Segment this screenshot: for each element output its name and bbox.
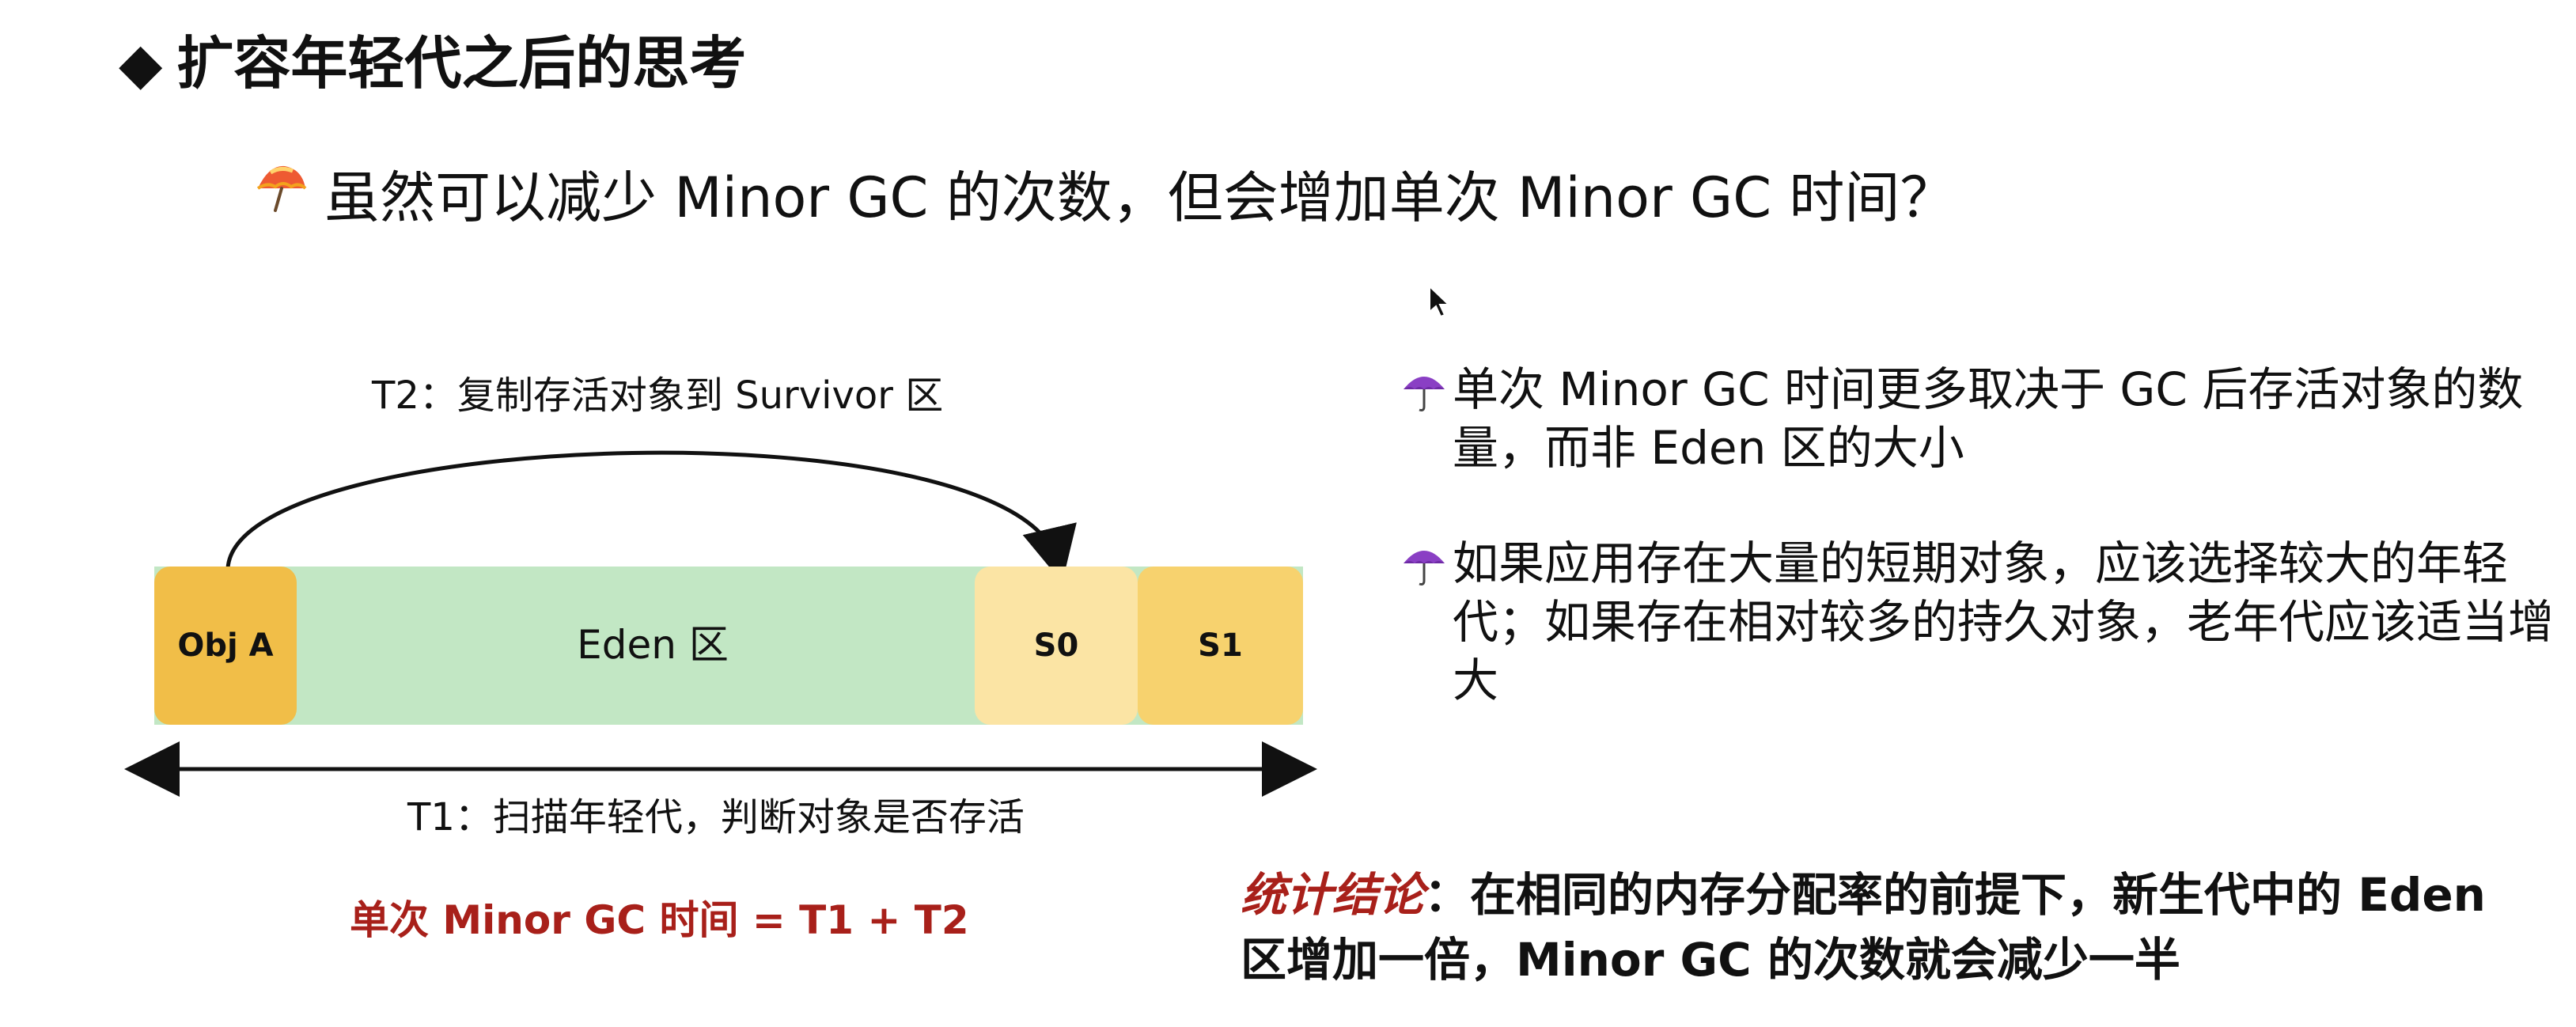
- diamond-bullet-icon: ◆: [119, 30, 163, 97]
- obj-a-label: Obj A: [177, 627, 274, 664]
- point-2-text: 如果应用存在大量的短期对象，应该选择较大的年轻代；如果存在相对较多的持久对象，老…: [1453, 536, 2555, 707]
- t1-label: T1：扫描年轻代，判断对象是否存活: [407, 795, 1025, 839]
- t2-arrow: [225, 450, 1077, 583]
- s0-block: [975, 567, 1138, 725]
- purple-umbrella-icon: [1400, 368, 1453, 426]
- s0-label: S0: [1033, 627, 1079, 664]
- question-text: 虽然可以减少 Minor GC 的次数，但会增加单次 Minor GC 时间？: [324, 165, 1956, 230]
- s1-block: [1138, 567, 1303, 725]
- s1-label: S1: [1198, 627, 1243, 664]
- page-title: ◆扩容年轻代之后的思考: [119, 24, 746, 103]
- gc-time-formula: 单次 Minor GC 时间 = T1 + T2: [350, 897, 969, 943]
- page-title-text: 扩容年轻代之后的思考: [176, 30, 747, 97]
- conclusion: 统计结论：在相同的内存分配率的前提下，新生代中的 Eden 区增加一倍，Mino…: [1241, 862, 2546, 992]
- eden-label: Eden 区: [577, 622, 729, 668]
- umbrella-icon: [253, 158, 309, 237]
- conclusion-highlight: 统计结论: [1241, 868, 1425, 922]
- young-gen-diagram: [124, 450, 1317, 797]
- mouse-cursor-icon: [1429, 285, 1451, 318]
- obj-a-block: [154, 567, 297, 725]
- conclusion-text: ：在相同的内存分配率的前提下，新生代中的 Eden 区增加一倍，Minor GC…: [1241, 868, 2486, 987]
- purple-umbrella-icon: [1400, 542, 1453, 601]
- point-1: 单次 Minor GC 时间更多取决于 GC 后存活对象的数量，而非 Eden …: [1400, 360, 2555, 477]
- point-2: 如果应用存在大量的短期对象，应该选择较大的年轻代；如果存在相对较多的持久对象，老…: [1400, 534, 2555, 710]
- t2-label: T2：复制存活对象到 Survivor 区: [372, 373, 944, 418]
- question: 虽然可以减少 Minor GC 的次数，但会增加单次 Minor GC 时间？: [253, 158, 1955, 237]
- point-1-text: 单次 Minor GC 时间更多取决于 GC 后存活对象的数量，而非 Eden …: [1453, 362, 2524, 475]
